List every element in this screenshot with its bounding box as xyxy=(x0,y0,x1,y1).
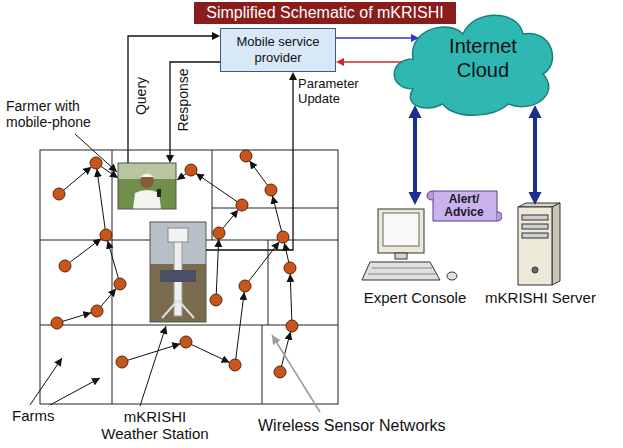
server-node: mKRISHI Server xyxy=(478,205,603,309)
node-caption: mKRISHI Weather Station xyxy=(97,408,213,442)
connector xyxy=(409,105,422,205)
connector-line xyxy=(170,62,220,157)
arrowhead xyxy=(289,72,297,80)
connector-line xyxy=(206,78,293,250)
connector-line xyxy=(533,115,537,194)
alert-label: Alert/ Advice xyxy=(438,193,490,219)
connector xyxy=(529,105,542,205)
box-label: Mobile service provider xyxy=(225,34,331,66)
edge-label: Query xyxy=(133,77,149,115)
sensor-links xyxy=(57,156,292,372)
weather-station-photo xyxy=(150,222,206,322)
annotation-label: Wireless Sensor Networks xyxy=(258,416,446,435)
internet-cloud: Internet Cloud xyxy=(383,4,561,116)
connector xyxy=(128,32,220,163)
title-banner: Simplified Schematic of mKRISHI xyxy=(194,2,455,24)
annotation-label: Farms xyxy=(12,407,55,425)
arrowhead xyxy=(336,58,344,66)
connector-line xyxy=(413,115,417,194)
node-caption: mKRISHI Server xyxy=(478,289,603,307)
scroll-curl xyxy=(427,191,433,200)
weather-station-node: mKRISHI Weather Station xyxy=(150,222,206,322)
connector-line xyxy=(342,61,409,63)
cloud-shape xyxy=(394,15,552,115)
arrowhead xyxy=(212,32,220,40)
edge-label: Response xyxy=(174,68,190,131)
edge-label: Parameter Update xyxy=(298,76,364,106)
arrowhead xyxy=(529,192,542,205)
node-caption: Expert Console xyxy=(360,289,470,307)
arrowhead xyxy=(409,192,422,205)
connector xyxy=(336,34,419,42)
arrowhead xyxy=(529,105,542,118)
sensor-dots xyxy=(51,150,298,378)
farmer-photo xyxy=(118,163,176,209)
expert-console-node: Expert Console xyxy=(360,205,470,309)
alert-scroll: Alert/ Advice xyxy=(426,188,502,224)
leader-arrows xyxy=(30,134,320,412)
scroll-curl xyxy=(497,212,502,221)
service-box: Mobile service provider xyxy=(220,28,336,72)
arrowhead xyxy=(166,155,174,163)
cloud-label: Internet Cloud xyxy=(441,34,525,82)
connector-line xyxy=(336,37,413,39)
server-icon xyxy=(518,203,560,285)
connector-line xyxy=(128,36,214,163)
farmer-node: Farmer with mobile-phone xyxy=(118,163,176,209)
node-caption: Farmer with mobile-phone xyxy=(6,98,110,130)
scroll-body xyxy=(433,191,497,221)
connector xyxy=(206,72,297,250)
connector xyxy=(166,62,220,163)
